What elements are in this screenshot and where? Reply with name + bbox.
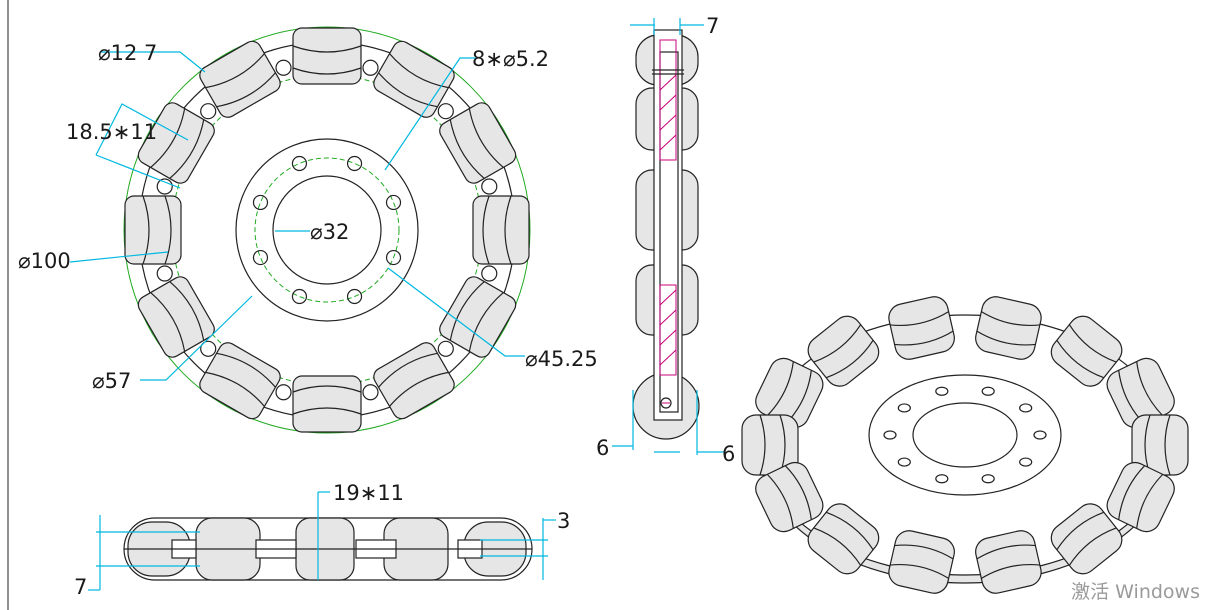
iso-roller	[807, 503, 880, 575]
dim-roller-18-5x11: 18.5∗11	[66, 120, 157, 144]
dim-diameter-32: ⌀32	[310, 220, 349, 244]
mount-hole	[385, 249, 402, 266]
dim-thickness-7: 7	[74, 575, 87, 599]
dim-diameter-4525: ⌀45.25	[525, 347, 598, 371]
iso-roller	[1106, 461, 1175, 533]
roller	[199, 40, 281, 118]
mount-hole	[252, 249, 269, 266]
roller	[199, 342, 281, 420]
dim-diameter-127: ⌀12 7	[98, 41, 157, 65]
roller	[472, 195, 530, 265]
mount-hole	[291, 288, 308, 305]
dim-roller-19x11: 19∗11	[333, 481, 404, 505]
isometric-view	[741, 296, 1189, 594]
dim-roller-6-right: 6	[722, 442, 735, 466]
dim-plate-3: 3	[557, 509, 570, 533]
roller	[124, 195, 182, 265]
roller	[137, 276, 215, 358]
iso-roller	[1050, 315, 1123, 387]
dim-holes-8x52: 8∗⌀5.2	[472, 47, 549, 71]
side-view: 7 6 6	[596, 14, 735, 466]
roller	[439, 102, 517, 184]
roller	[373, 342, 455, 420]
iso-roller	[741, 414, 799, 476]
bottom-view: 19∗11 7 3	[74, 481, 570, 599]
center-bore	[272, 175, 382, 285]
iso-roller	[975, 296, 1042, 360]
mount-hole	[385, 194, 402, 211]
dim-width-7: 7	[706, 14, 719, 38]
iso-roller	[755, 461, 824, 533]
iso-roller	[888, 296, 955, 360]
dim-roller-6-left: 6	[596, 436, 609, 460]
dim-diameter-57: ⌀57	[92, 369, 131, 393]
front-view: ⌀12 7 18.5∗11 ⌀100 ⌀57 8∗⌀5.2 ⌀32 ⌀45.25	[18, 26, 598, 434]
dim-diameter-100: ⌀100	[18, 249, 71, 273]
roller	[292, 27, 362, 85]
iso-roller	[975, 530, 1042, 594]
iso-roller	[807, 315, 880, 387]
iso-roller	[755, 357, 824, 429]
mount-hole	[346, 288, 363, 305]
iso-roller	[888, 530, 955, 594]
outer-diameter-circle	[123, 26, 531, 434]
mount-hole	[346, 155, 363, 172]
windows-activation-watermark: 激活 Windows	[1071, 581, 1200, 603]
iso-roller	[1050, 503, 1123, 575]
roller	[373, 40, 455, 118]
roller	[292, 375, 362, 433]
roller	[439, 276, 517, 358]
mount-hole	[291, 155, 308, 172]
mount-hole	[252, 194, 269, 211]
